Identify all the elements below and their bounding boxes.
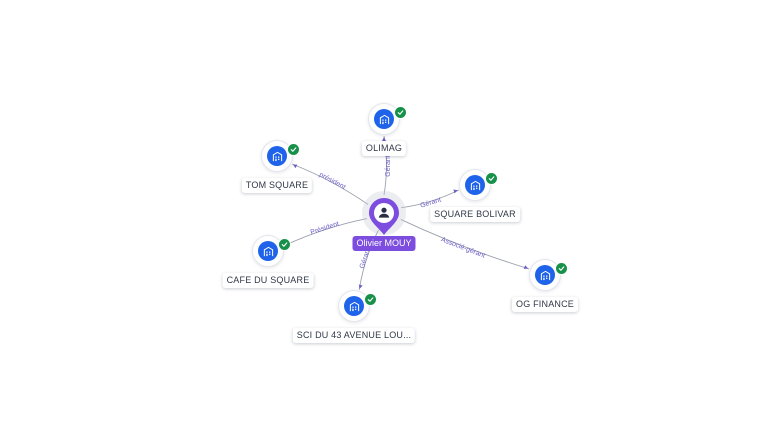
check-icon — [290, 147, 297, 152]
building-icon — [263, 246, 273, 256]
building-icon — [379, 114, 389, 124]
building-icon — [540, 270, 550, 280]
verified-badge — [278, 238, 291, 251]
company-circle[interactable] — [530, 260, 560, 290]
edge-label-olimag: Gérant — [385, 155, 392, 176]
company-label[interactable]: OLIMAG — [361, 141, 407, 156]
company-label[interactable]: TOM SQUARE — [241, 178, 313, 193]
edge-cafe-du-square — [283, 218, 367, 247]
building-icon — [272, 151, 282, 161]
check-icon — [488, 176, 495, 181]
person-icon[interactable] — [368, 197, 400, 237]
verified-badge — [555, 262, 568, 275]
edge-label-cafe-du-square: Président — [310, 221, 340, 237]
company-icon-badge — [465, 175, 485, 195]
edge-arrow-og-finance — [523, 265, 529, 269]
check-icon — [558, 266, 565, 271]
company-icon-badge — [374, 109, 394, 129]
edge-arrow-square-bolivar — [453, 189, 458, 194]
company-icon-badge — [267, 146, 287, 166]
check-icon — [281, 242, 288, 247]
edge-arrow-sci-du-43 — [358, 284, 363, 289]
company-icon-badge — [344, 296, 364, 316]
company-icon-badge — [258, 241, 278, 261]
edge-arrow-tom-square — [292, 164, 298, 169]
edge-label-og-finance: Associé-gérant — [440, 236, 486, 259]
edge-tom-square — [291, 163, 369, 205]
edge-arrow-olimag — [382, 137, 386, 141]
edge-label-tom-square: président — [318, 171, 347, 191]
company-circle[interactable] — [460, 170, 490, 200]
verified-badge — [485, 172, 498, 185]
verified-badge — [394, 106, 407, 119]
check-icon — [367, 297, 374, 302]
person-name-label[interactable]: Olivier MOUY — [352, 236, 416, 251]
company-label[interactable]: SQUARE BOLIVAR — [430, 207, 520, 222]
building-icon — [349, 301, 359, 311]
verified-badge — [364, 293, 377, 306]
company-icon-badge — [535, 265, 555, 285]
edge-og-finance — [400, 219, 530, 270]
building-icon — [470, 180, 480, 190]
company-label[interactable]: CAFE DU SQUARE — [222, 273, 314, 288]
check-icon — [397, 110, 404, 115]
verified-badge — [287, 143, 300, 156]
company-label[interactable]: OG FINANCE — [511, 297, 579, 312]
edge-square-bolivar — [401, 189, 459, 209]
edge-sci-du-43 — [358, 229, 379, 290]
company-label[interactable]: SCI DU 43 AVENUE LOU... — [292, 328, 416, 343]
